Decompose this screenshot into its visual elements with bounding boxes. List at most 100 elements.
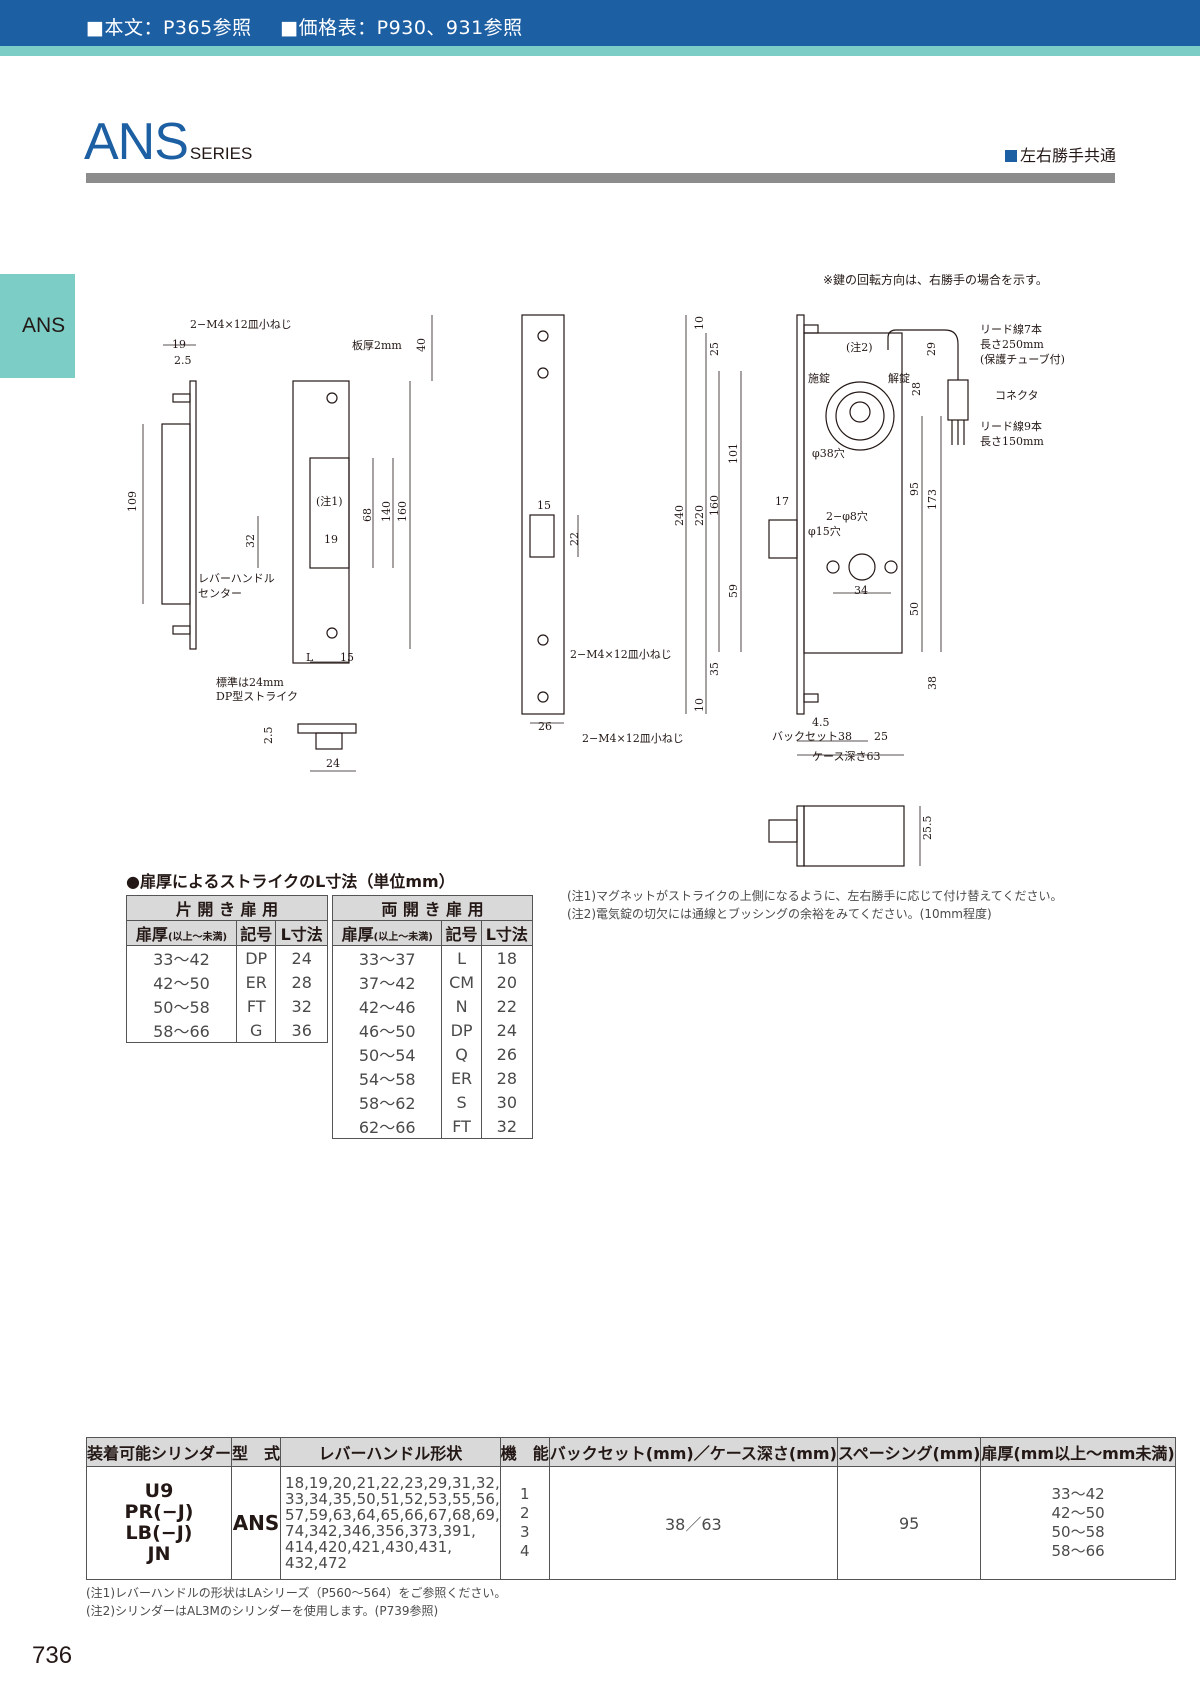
- drawing-notes: (注1)マグネットがストライクの上側になるように、左右勝手に応じて付け替えてくだ…: [567, 887, 1062, 923]
- dim-25: 25: [708, 342, 721, 356]
- ref-body-text[interactable]: ■本文：P365参照: [86, 17, 252, 39]
- dim-38: 38: [926, 676, 939, 690]
- dim-32: 32: [244, 534, 257, 548]
- ref-price-text[interactable]: ■価格表：P930、931参照: [280, 17, 523, 39]
- front-plate: [521, 314, 565, 715]
- strike-bottom-box: [315, 732, 343, 750]
- drawing-note-1: (注1)マグネットがストライクの上側になるように、左右勝手に応じて付け替えてくだ…: [567, 889, 1063, 903]
- dim-10a: 10: [693, 316, 706, 330]
- dim-68: 68: [361, 508, 374, 522]
- label-plate-thickness: 板厚2mm: [352, 338, 402, 352]
- label-screw-bottom: 2−M4×12皿小ねじ: [582, 732, 684, 745]
- col-thickness: 扉厚(以上〜未満): [126, 920, 237, 946]
- single-door-title: 片 開 き 扉 用: [126, 895, 328, 921]
- col-code: 記号: [235, 920, 277, 946]
- label-lead7-3: (保護チューブ付): [980, 352, 1065, 366]
- dim-L: L: [306, 651, 314, 664]
- dim-35: 35: [708, 662, 721, 676]
- dim-26: 26: [538, 720, 552, 733]
- screw-hole-left: [826, 560, 840, 574]
- side-index-tab[interactable]: ANS: [0, 274, 75, 378]
- col-l-dim: L寸法: [275, 920, 328, 946]
- dim-34: 34: [854, 584, 868, 597]
- dim-25b: 25: [874, 730, 888, 743]
- strike-table-heading: ●扉厚によるストライクのL寸法（単位mm）: [126, 872, 455, 891]
- page-number: 736: [32, 1642, 73, 1669]
- hand-note: 左右勝手共通: [1004, 142, 1116, 166]
- pin-top: [803, 324, 819, 334]
- dim-24: 24: [326, 757, 340, 770]
- bottom-case: [803, 805, 905, 867]
- label-unlock: 解錠: [888, 371, 910, 385]
- bottom-latch: [768, 819, 798, 843]
- latch-side: [768, 519, 798, 559]
- dim-50: 50: [908, 602, 921, 616]
- label-backset: バックセット38: [772, 730, 852, 743]
- header-bar: ■本文：P365参照 ■価格表：P930、931参照: [0, 0, 1200, 46]
- header-stripe: [0, 46, 1200, 56]
- col-code: 記号: [441, 920, 482, 946]
- label-hole8: 2−φ8穴: [826, 509, 868, 523]
- screw-hole-right: [884, 560, 898, 574]
- dim-19: 19: [172, 338, 186, 351]
- col-l-dim: L寸法: [480, 920, 534, 946]
- label-note1: (注1): [316, 494, 343, 508]
- title-divider: [86, 173, 1115, 183]
- col-thickness: 扉厚(以上〜未満): [331, 920, 443, 946]
- label-lead7-2: 長さ250mm: [980, 338, 1044, 351]
- label-lever-center-1: レバーハンドル: [198, 572, 275, 585]
- header-references: ■本文：P365参照 ■価格表：P930、931参照: [86, 13, 545, 40]
- technical-drawing: 2−M4×12皿小ねじ 板厚2mm (注1) レバーハンドル センター 標準は2…: [126, 314, 1065, 867]
- dim-59: 59: [727, 584, 740, 598]
- label-hole15: φ15穴: [808, 524, 841, 538]
- spec-table: 装着可能シリンダー 型 式 レバーハンドル形状 機 能 バックセット(mm)／ケ…: [85, 1437, 1176, 1580]
- square-bullet-icon: [1004, 150, 1017, 162]
- col-model: 型 式: [231, 1437, 282, 1467]
- dim-2-5: 2.5: [174, 354, 192, 367]
- pin-bottom: [803, 693, 819, 703]
- dim-160b: 160: [708, 495, 721, 516]
- dim-109: 109: [126, 491, 139, 512]
- dim-173: 173: [926, 489, 939, 510]
- dim-15b: 15: [537, 499, 551, 512]
- dim-25-5: 25.5: [921, 816, 934, 841]
- dim-140: 140: [380, 501, 393, 522]
- label-lead9-1: リード線9本: [980, 419, 1042, 433]
- cylinder-outer: [825, 381, 895, 451]
- series-name: ANS: [84, 113, 189, 171]
- strike-side-tab-top: [172, 393, 191, 403]
- lead-wire-tube: [887, 329, 959, 380]
- spec-note-2: (注2)シリンダーはAL3Mのシリンダーを使用します。(P739参照): [86, 1604, 439, 1618]
- hand-note-text: 左右勝手共通: [1019, 146, 1116, 165]
- cell-model: ANS: [231, 1466, 282, 1580]
- dim-40: 40: [415, 338, 428, 352]
- spec-notes: (注1)レバーハンドルの形状はLAシリーズ（P560〜564）をご参照ください。…: [86, 1584, 506, 1620]
- cell-lever-shapes: 18,19,20,21,22,23,29,31,32,33,34,35,50,5…: [280, 1466, 501, 1580]
- strike-bottom-plate: [297, 723, 357, 734]
- latch-bolt: [529, 514, 555, 558]
- cylinder-core: [849, 401, 871, 423]
- dim-15: 15: [340, 651, 354, 664]
- cell-spacing: 95: [836, 1466, 982, 1580]
- dim-4-5: 4.5: [812, 716, 830, 729]
- col-backset: バックセット(mm)／ケース深さ(mm): [548, 1437, 838, 1467]
- dim-101: 101: [727, 443, 740, 464]
- double-door-title: 両 開 き 扉 用: [332, 895, 533, 921]
- spec-note-1: (注1)レバーハンドルの形状はLAシリーズ（P560〜564）をご参照ください。: [86, 1586, 507, 1600]
- series-suffix: SERIES: [189, 144, 253, 163]
- connector-block: [947, 379, 969, 421]
- dim-28: 28: [910, 382, 923, 396]
- strike-side-tab-bottom: [172, 625, 191, 635]
- rotation-note: ※鍵の回転方向は、右勝手の場合を示す。: [823, 273, 1048, 287]
